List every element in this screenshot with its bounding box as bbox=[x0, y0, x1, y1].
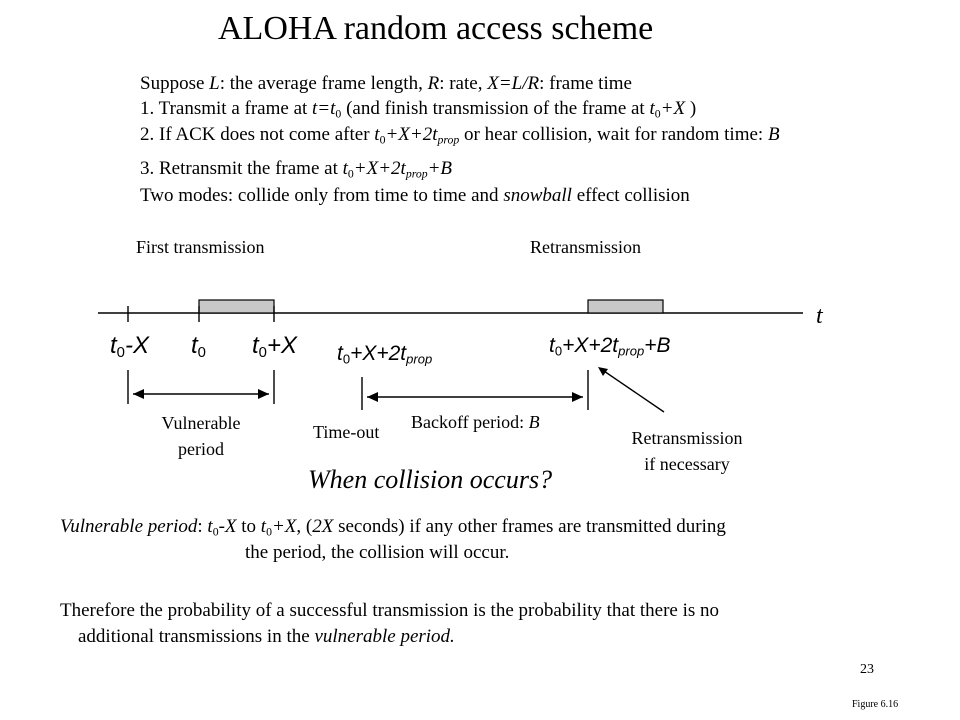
bullet-two-modes: Two modes: collide only from time to tim… bbox=[140, 185, 690, 206]
backoff-period-label: Backoff period: B bbox=[411, 412, 540, 432]
retransmitted-frame-box bbox=[587, 299, 664, 314]
bullet-step-2: 2. If ACK does not come after t0+X+2tpro… bbox=[140, 124, 780, 147]
first-transmission-label: First transmission bbox=[136, 237, 265, 257]
question-heading: When collision occurs? bbox=[308, 465, 553, 494]
vulnerable-arrowhead-right bbox=[258, 389, 269, 399]
bullet-definitions: Suppose L: the average frame length, R: … bbox=[140, 73, 632, 94]
retx-pointer bbox=[600, 368, 665, 413]
timeout-label: Time-out bbox=[313, 422, 380, 442]
retx-pointer-arrowhead bbox=[598, 367, 608, 376]
probability-conclusion: Therefore the probability of a successfu… bbox=[60, 600, 720, 647]
label-timeout-time: t0+X+2tprop bbox=[337, 342, 433, 367]
time-axis-label: t bbox=[816, 303, 823, 329]
label-retransmit-time: t0+X+2tprop+B bbox=[549, 334, 671, 359]
page-number: 23 bbox=[860, 662, 874, 677]
vulnerable-arrowhead-left bbox=[133, 389, 144, 399]
label-t0-minus-x: t0-X bbox=[110, 332, 149, 362]
retransmission-label: Retransmission bbox=[530, 237, 641, 257]
backoff-arrowhead-right bbox=[572, 392, 583, 402]
slide-title: ALOHA random access scheme bbox=[218, 10, 654, 47]
label-t0-plus-x: t0+X bbox=[252, 332, 297, 362]
figure-label: Figure 6.16 bbox=[852, 699, 899, 710]
backoff-arrowhead-left bbox=[367, 392, 378, 402]
first-frame-box bbox=[198, 299, 275, 314]
bullet-step-3: 3. Retransmit the frame at t0+X+2tprop+B bbox=[140, 158, 453, 181]
bullet-step-1: 1. Transmit a frame at t=t0 (and finish … bbox=[140, 98, 697, 121]
vulnerable-period-definition: Vulnerable period: t0-X to t0+X, (2X sec… bbox=[60, 516, 726, 563]
label-t0: t0 bbox=[191, 332, 206, 362]
